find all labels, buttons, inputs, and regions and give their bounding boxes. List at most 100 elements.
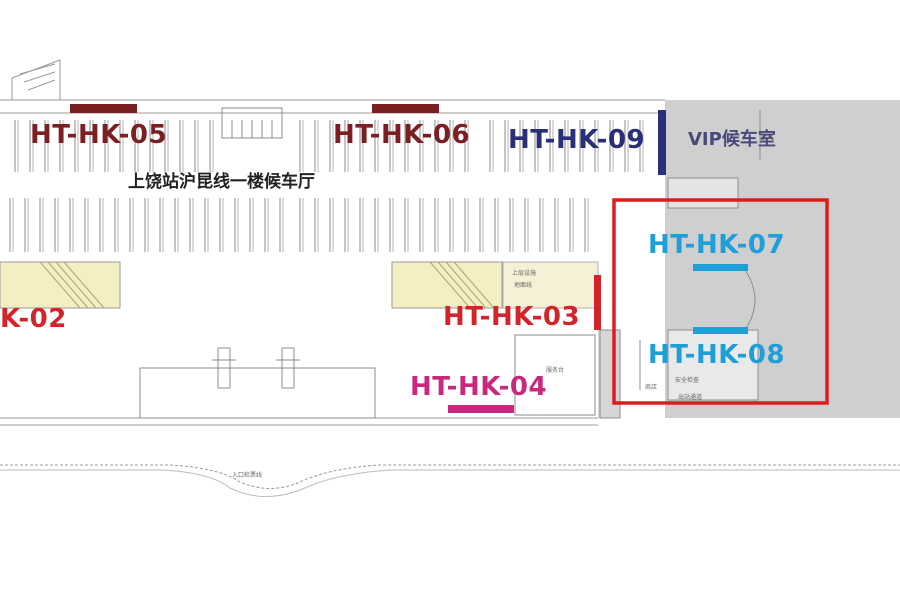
hall-title: 上饶站沪昆线一楼候车厅 xyxy=(128,172,315,192)
right-corridor xyxy=(639,110,761,401)
seat-row xyxy=(209,120,214,172)
seat-row xyxy=(539,198,544,252)
seat-row xyxy=(44,120,49,172)
seat-row xyxy=(39,198,44,252)
seat-row xyxy=(189,198,194,252)
seat-row xyxy=(299,198,304,252)
upper-area-label-2: 地面线 xyxy=(514,282,533,289)
seat-row xyxy=(519,120,524,172)
seat-row xyxy=(419,120,424,172)
seat-row xyxy=(389,120,394,172)
seat-row xyxy=(564,120,569,172)
service-label: 服务台 xyxy=(546,367,565,374)
lower-right-fill xyxy=(598,330,620,418)
seat-row xyxy=(119,120,124,172)
seat-row xyxy=(479,198,484,252)
seat-row xyxy=(314,198,319,252)
highlight-box xyxy=(612,198,829,405)
seat-row xyxy=(639,120,644,172)
seat-row xyxy=(494,198,499,252)
spot-bar-08 xyxy=(693,327,748,334)
seat-row xyxy=(549,120,554,172)
seat-row xyxy=(144,198,149,252)
exit-label: 出站通道 xyxy=(678,394,703,401)
vip-room-label: VIP候车室 xyxy=(688,129,776,150)
spot-bar-04 xyxy=(448,405,514,413)
entrance-line-label: 入口检票线 xyxy=(232,472,263,479)
seat-row xyxy=(164,120,169,172)
seat-row xyxy=(204,198,209,252)
seat-row xyxy=(509,198,514,252)
seat-row xyxy=(419,198,424,252)
spot-bar-06 xyxy=(372,104,439,113)
seat-row xyxy=(569,198,574,252)
seat-row xyxy=(389,198,394,252)
seat-row xyxy=(179,120,184,172)
seat-row xyxy=(359,120,364,172)
upper-area-label: 上层设施 xyxy=(512,270,537,277)
security-label: 安全检查 xyxy=(675,377,700,384)
seat-row xyxy=(99,198,104,252)
seat-row xyxy=(54,198,59,252)
seat-row xyxy=(74,120,79,172)
seat-row xyxy=(464,198,469,252)
seat-row xyxy=(579,120,584,172)
seat-row xyxy=(374,120,379,172)
seat-row xyxy=(554,198,559,252)
seat-row xyxy=(504,120,509,172)
spot-label-hk-06: HT-HK-06 xyxy=(333,120,471,150)
seat-row xyxy=(434,198,439,252)
seat-rows xyxy=(9,120,644,252)
seat-row xyxy=(159,198,164,252)
seat-row xyxy=(329,198,334,252)
seat-row xyxy=(464,120,469,172)
seat-row xyxy=(624,120,629,172)
seat-row xyxy=(279,198,284,252)
seat-row xyxy=(449,198,454,252)
seat-row xyxy=(59,120,64,172)
seat-row xyxy=(134,120,139,172)
seat-row xyxy=(584,198,589,252)
seat-row xyxy=(24,198,29,252)
seat-row xyxy=(344,198,349,252)
seat-row xyxy=(489,120,494,172)
seat-row xyxy=(299,120,304,172)
seat-row xyxy=(404,198,409,252)
seat-row xyxy=(609,120,614,172)
seat-row xyxy=(89,120,94,172)
escalator-left xyxy=(0,261,121,309)
seat-row xyxy=(434,120,439,172)
seat-row xyxy=(314,120,319,172)
seat-row xyxy=(344,120,349,172)
entrance-path-2 xyxy=(0,469,900,497)
seat-row xyxy=(219,198,224,252)
spot-bar-09 xyxy=(658,110,666,175)
seat-row xyxy=(14,120,19,172)
center-structures xyxy=(139,107,621,419)
seat-row xyxy=(129,198,134,252)
seat-row xyxy=(84,198,89,252)
spot-label-hk-03: HT-HK-03 xyxy=(443,302,581,332)
seat-row xyxy=(449,120,454,172)
seat-row xyxy=(249,198,254,252)
spot-bar-03 xyxy=(594,275,601,330)
spot-bar-07 xyxy=(693,264,748,271)
entrance-path xyxy=(0,464,900,489)
seat-row xyxy=(29,120,34,172)
seat-row xyxy=(524,198,529,252)
spot-label-hk-07: HT-HK-07 xyxy=(648,230,786,260)
spot-label-hk-04: HT-HK-04 xyxy=(410,372,548,402)
spot-label-k-02: K-02 xyxy=(0,304,67,334)
seat-row xyxy=(374,198,379,252)
seat-row xyxy=(234,198,239,252)
spot-label-hk-05: HT-HK-05 xyxy=(30,120,168,150)
spot-label-hk-08: HT-HK-08 xyxy=(648,340,786,370)
spot-label-hk-09: HT-HK-09 xyxy=(508,125,646,155)
seat-row xyxy=(114,198,119,252)
seat-row xyxy=(194,120,199,172)
seat-row xyxy=(404,120,409,172)
seat-row xyxy=(149,120,154,172)
seat-row xyxy=(329,120,334,172)
shop-label: 商店 xyxy=(645,384,658,391)
seat-row xyxy=(69,198,74,252)
